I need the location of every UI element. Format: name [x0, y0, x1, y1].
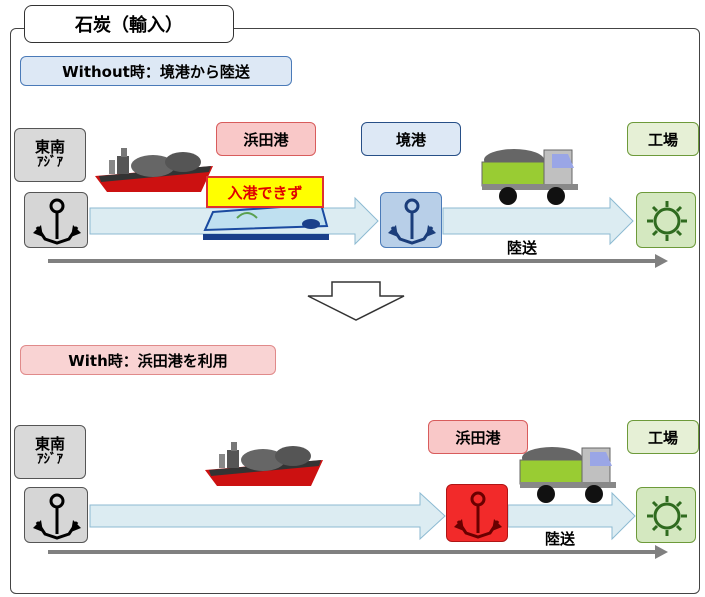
anchor-icon [24, 192, 88, 248]
sakai-port-label: 境港 [361, 122, 461, 156]
origin-line2: ｱｼﾞｱ [37, 452, 63, 468]
origin-label-with: 東南 ｱｼﾞｱ [14, 425, 86, 479]
wave-icon [203, 192, 329, 240]
land-transport-label-without: 陸送 [507, 239, 538, 257]
origin-line1: 東南 [34, 434, 65, 453]
anchor-icon [446, 484, 508, 542]
truck-icon [481, 149, 578, 205]
factory-label-with: 工場 [627, 420, 699, 454]
anchor-icon [24, 487, 88, 543]
origin-line1: 東南 [34, 137, 65, 156]
anchor-icon [380, 192, 442, 248]
truck-icon [519, 447, 616, 503]
factory-gear-icon [636, 192, 696, 248]
with-scenario-label: With時：浜田港を利用 [20, 345, 276, 375]
cannot-enter-badge: 入港できず [206, 176, 324, 208]
ship-icon [205, 442, 323, 486]
flow-arrow-2 [442, 196, 634, 246]
without-scenario-label: Without時：境港から陸送 [20, 56, 292, 86]
flow-arrow-4 [507, 491, 636, 541]
flow-arrow-3 [89, 491, 446, 541]
origin-line2: ｱｼﾞｱ [37, 155, 63, 171]
land-transport-label-with: 陸送 [545, 530, 576, 548]
page-title: 石炭（輸入） [24, 5, 234, 43]
factory-label-without: 工場 [627, 122, 699, 156]
hamada-port-label-without: 浜田港 [216, 122, 316, 156]
outer-frame [10, 28, 700, 594]
down-arrow-icon [307, 281, 405, 321]
origin-label-without: 東南 ｱｼﾞｱ [14, 128, 86, 182]
factory-gear-icon [636, 487, 696, 543]
ship-icon [95, 148, 213, 192]
hamada-port-label-with: 浜田港 [428, 420, 528, 454]
